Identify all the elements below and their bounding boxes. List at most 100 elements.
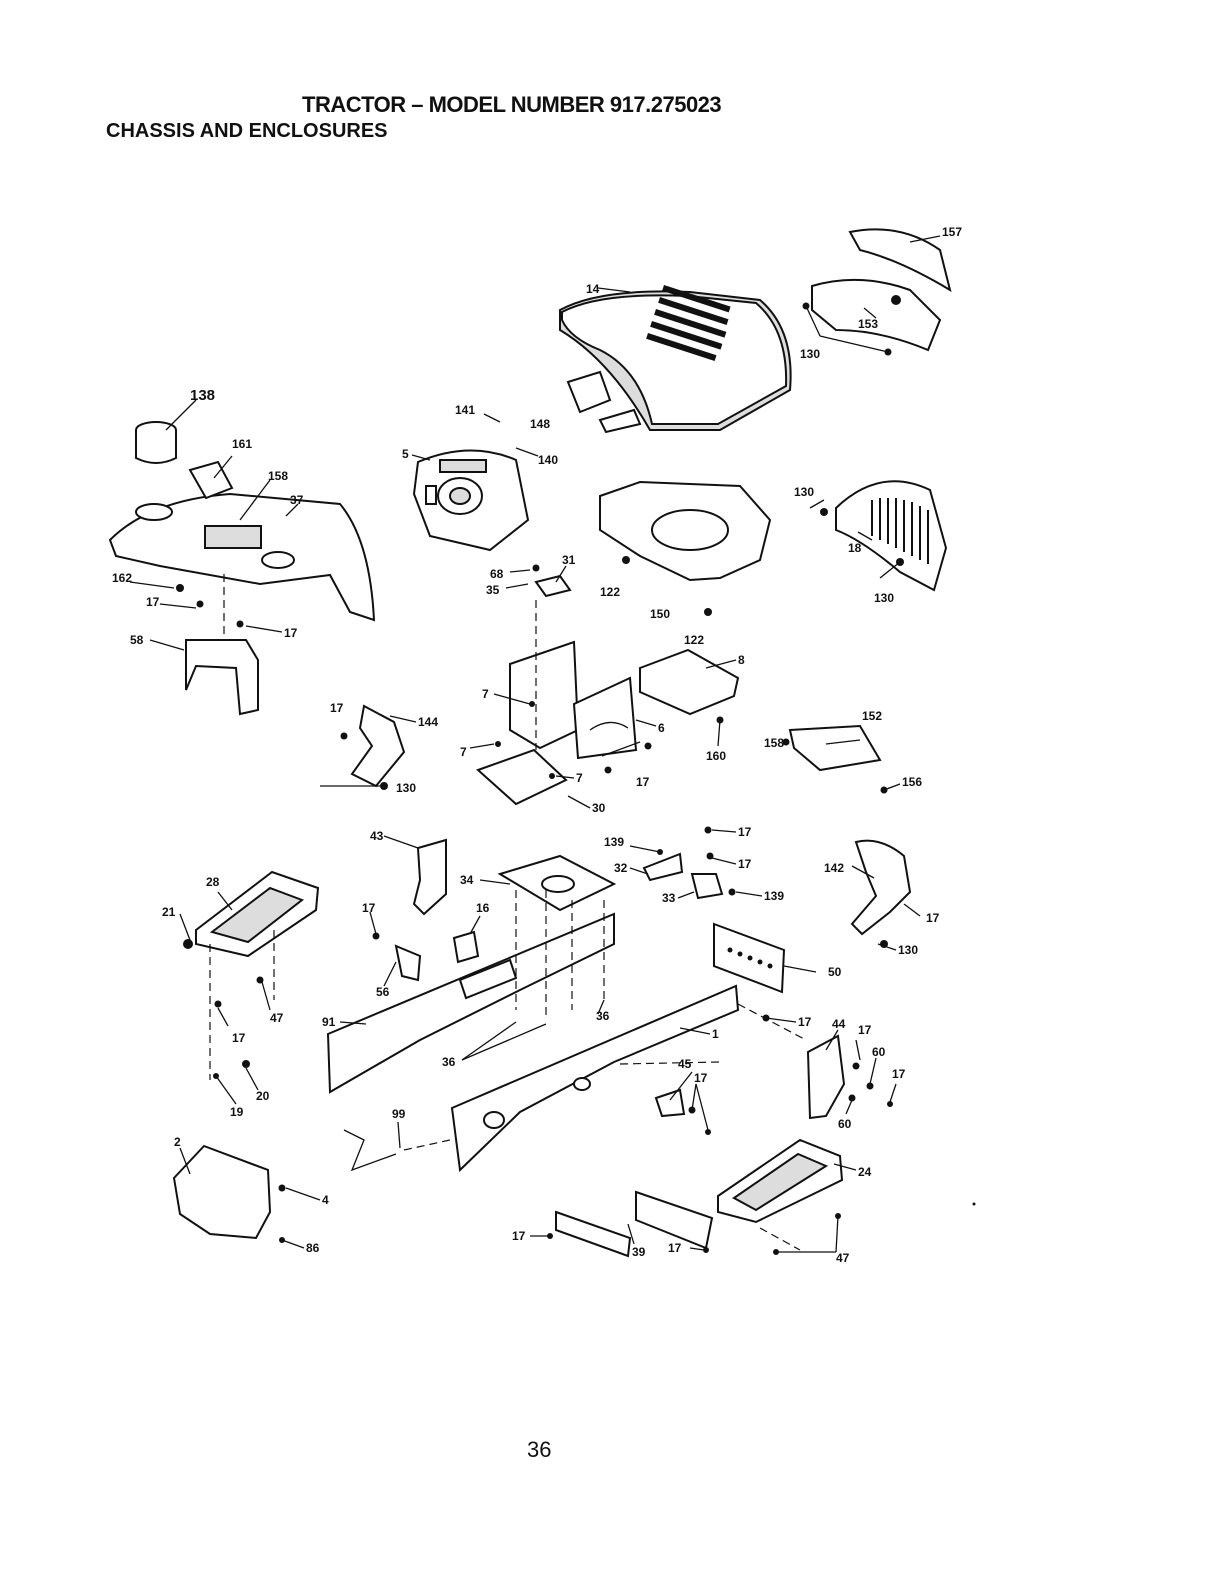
headlight-lens-part	[848, 228, 952, 293]
callout-17: 17	[512, 1229, 526, 1243]
callout-86: 86	[306, 1241, 320, 1255]
bracket-142-part	[850, 839, 912, 936]
bracket-144-part	[350, 704, 406, 788]
frame-rail-left-part	[326, 912, 615, 1094]
callout-1: 1	[712, 1027, 719, 1041]
callout-150: 150	[650, 607, 670, 621]
callout-17: 17	[284, 626, 298, 640]
panel-30-part	[476, 748, 568, 806]
callout-7: 7	[460, 745, 467, 759]
callout-36: 36	[442, 1055, 456, 1069]
callout-138: 138	[190, 387, 215, 404]
callout-8: 8	[738, 653, 745, 667]
fender-part	[108, 460, 376, 622]
callout-19: 19	[230, 1105, 244, 1119]
fasteners	[176, 302, 976, 1255]
callout-142: 142	[824, 861, 844, 875]
bracket-31-part	[534, 574, 572, 598]
dash-panel-part	[412, 449, 530, 552]
hood-part	[559, 285, 792, 434]
callout-130: 130	[898, 943, 918, 957]
callout-17: 17	[668, 1241, 682, 1255]
hitch-45-part	[654, 1088, 686, 1118]
callout-numbers: 157 14 153 130 138 141 148 5 140 161 158…	[112, 225, 962, 1265]
fuel-cap-part	[135, 421, 177, 464]
page-number: 36	[527, 1437, 552, 1462]
page-title: TRACTOR – MODEL NUMBER 917.275023	[302, 92, 722, 117]
callout-122: 122	[600, 585, 620, 599]
callout-130: 130	[874, 591, 894, 605]
callout-157: 157	[942, 225, 962, 239]
bracket-44-part	[806, 1034, 846, 1120]
bracket-58-part	[185, 639, 259, 716]
callout-139: 139	[604, 835, 624, 849]
callout-32: 32	[614, 861, 628, 875]
callout-17: 17	[738, 825, 752, 839]
callout-17: 17	[636, 775, 650, 789]
callout-17: 17	[694, 1071, 708, 1085]
callout-47: 47	[836, 1251, 850, 1265]
callout-162: 162	[112, 571, 132, 585]
callout-14: 14	[586, 282, 600, 296]
callout-158: 158	[764, 736, 784, 750]
callout-50: 50	[828, 965, 842, 979]
tray-152-part	[788, 724, 882, 772]
callout-156: 156	[902, 775, 922, 789]
grommet-16-part	[452, 930, 480, 964]
grille-housing-part	[811, 278, 942, 352]
callout-130: 130	[396, 781, 416, 795]
bracket-56-part	[394, 944, 422, 982]
bracket-39-part	[555, 1210, 632, 1258]
callout-28: 28	[206, 875, 220, 889]
callout-141: 141	[455, 403, 475, 417]
callout-7: 7	[576, 771, 583, 785]
callout-44: 44	[832, 1017, 846, 1031]
callout-36: 36	[596, 1009, 610, 1023]
callout-158: 158	[268, 469, 288, 483]
callout-33: 33	[662, 891, 676, 905]
callout-68: 68	[490, 567, 504, 581]
callout-31: 31	[562, 553, 576, 567]
frame-rail-right-part	[450, 984, 740, 1173]
callout-130: 130	[800, 347, 820, 361]
assembly-lines	[209, 574, 807, 1251]
callout-152: 152	[862, 709, 882, 723]
callout-30: 30	[592, 801, 606, 815]
page-subtitle: CHASSIS AND ENCLOSURES	[106, 120, 388, 142]
footrest-left-part	[195, 870, 320, 958]
callout-5: 5	[402, 447, 409, 461]
callout-148: 148	[530, 417, 550, 431]
callout-17: 17	[232, 1031, 246, 1045]
plate-8-part	[639, 648, 740, 716]
callout-43: 43	[370, 829, 384, 843]
leader-lines	[129, 235, 941, 1253]
callout-4: 4	[322, 1193, 329, 1207]
callout-35: 35	[486, 583, 500, 597]
bracket-32-part	[642, 852, 684, 882]
callout-37: 37	[290, 493, 304, 507]
callout-58: 58	[130, 633, 144, 647]
callout-56: 56	[376, 985, 390, 999]
callout-17: 17	[146, 595, 160, 609]
callout-17: 17	[330, 701, 344, 715]
grille-part	[835, 480, 948, 592]
callout-17: 17	[892, 1067, 906, 1081]
plate-34-part	[497, 854, 617, 912]
callout-122: 122	[684, 633, 704, 647]
callout-160: 160	[706, 749, 726, 763]
callout-21: 21	[162, 905, 176, 919]
bracket-43-part	[412, 838, 447, 916]
callout-140: 140	[538, 453, 558, 467]
callout-17: 17	[362, 901, 376, 915]
callout-91: 91	[322, 1015, 336, 1029]
callout-144: 144	[418, 715, 438, 729]
callout-16: 16	[476, 901, 490, 915]
callout-47: 47	[270, 1011, 284, 1025]
callout-130: 130	[794, 485, 814, 499]
callout-34: 34	[460, 873, 474, 887]
callout-60: 60	[872, 1045, 886, 1059]
callout-17: 17	[926, 911, 940, 925]
callout-99: 99	[392, 1107, 406, 1121]
callout-17: 17	[798, 1015, 812, 1029]
